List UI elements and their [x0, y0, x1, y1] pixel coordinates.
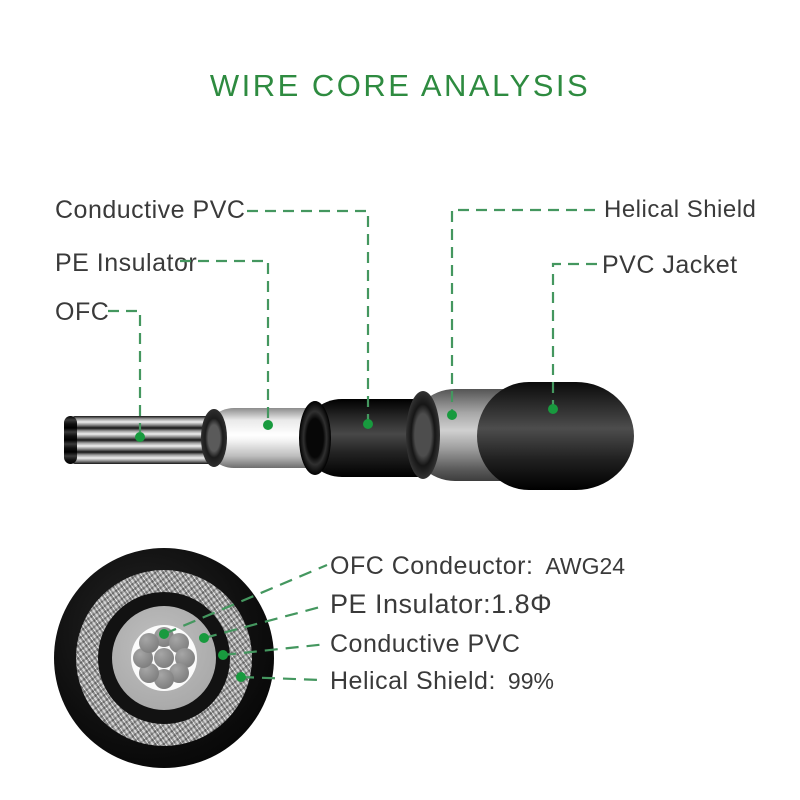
- cable-cross-section: [54, 548, 274, 768]
- spec-label: Conductive PVC: [330, 630, 521, 658]
- pvc-jacket-graphic: [477, 382, 634, 490]
- label-pvc-jacket: PVC Jacket: [602, 251, 738, 279]
- ofc-strand-dot: [154, 648, 174, 668]
- spec-row-pe-insulator: PE Insulator:1.8Φ: [330, 589, 564, 620]
- label-pe-insulator: PE Insulator: [55, 249, 198, 277]
- ofc-strand-dot: [133, 648, 153, 668]
- spec-label: Helical Shield:: [330, 667, 496, 695]
- page-title: WIRE CORE ANALYSIS: [209, 68, 591, 103]
- ofc-strand-dot: [169, 663, 189, 683]
- label-ofc: OFC: [55, 298, 110, 326]
- spec-value: 99%: [507, 668, 554, 694]
- spec-label: OFC Condeuctor:: [330, 552, 534, 580]
- spec-row-ofc-conductor: OFC Condeuctor: AWG24: [330, 552, 625, 581]
- ofc-strand-dot: [154, 669, 174, 689]
- label-conductive-pvc: Conductive PVC: [55, 196, 246, 224]
- ofc-strands-graphic: [64, 416, 220, 464]
- label-helical-shield: Helical Shield: [604, 196, 757, 223]
- ofc-strand-dot: [139, 633, 159, 653]
- spec-value: AWG24: [545, 553, 626, 579]
- spec-label: PE Insulator:1.8Φ: [330, 589, 553, 619]
- spec-row-helical-shield: Helical Shield: 99%: [330, 667, 554, 696]
- ofc-strand-dot: [139, 663, 159, 683]
- spec-row-conductive-pvc: Conductive PVC: [330, 630, 532, 659]
